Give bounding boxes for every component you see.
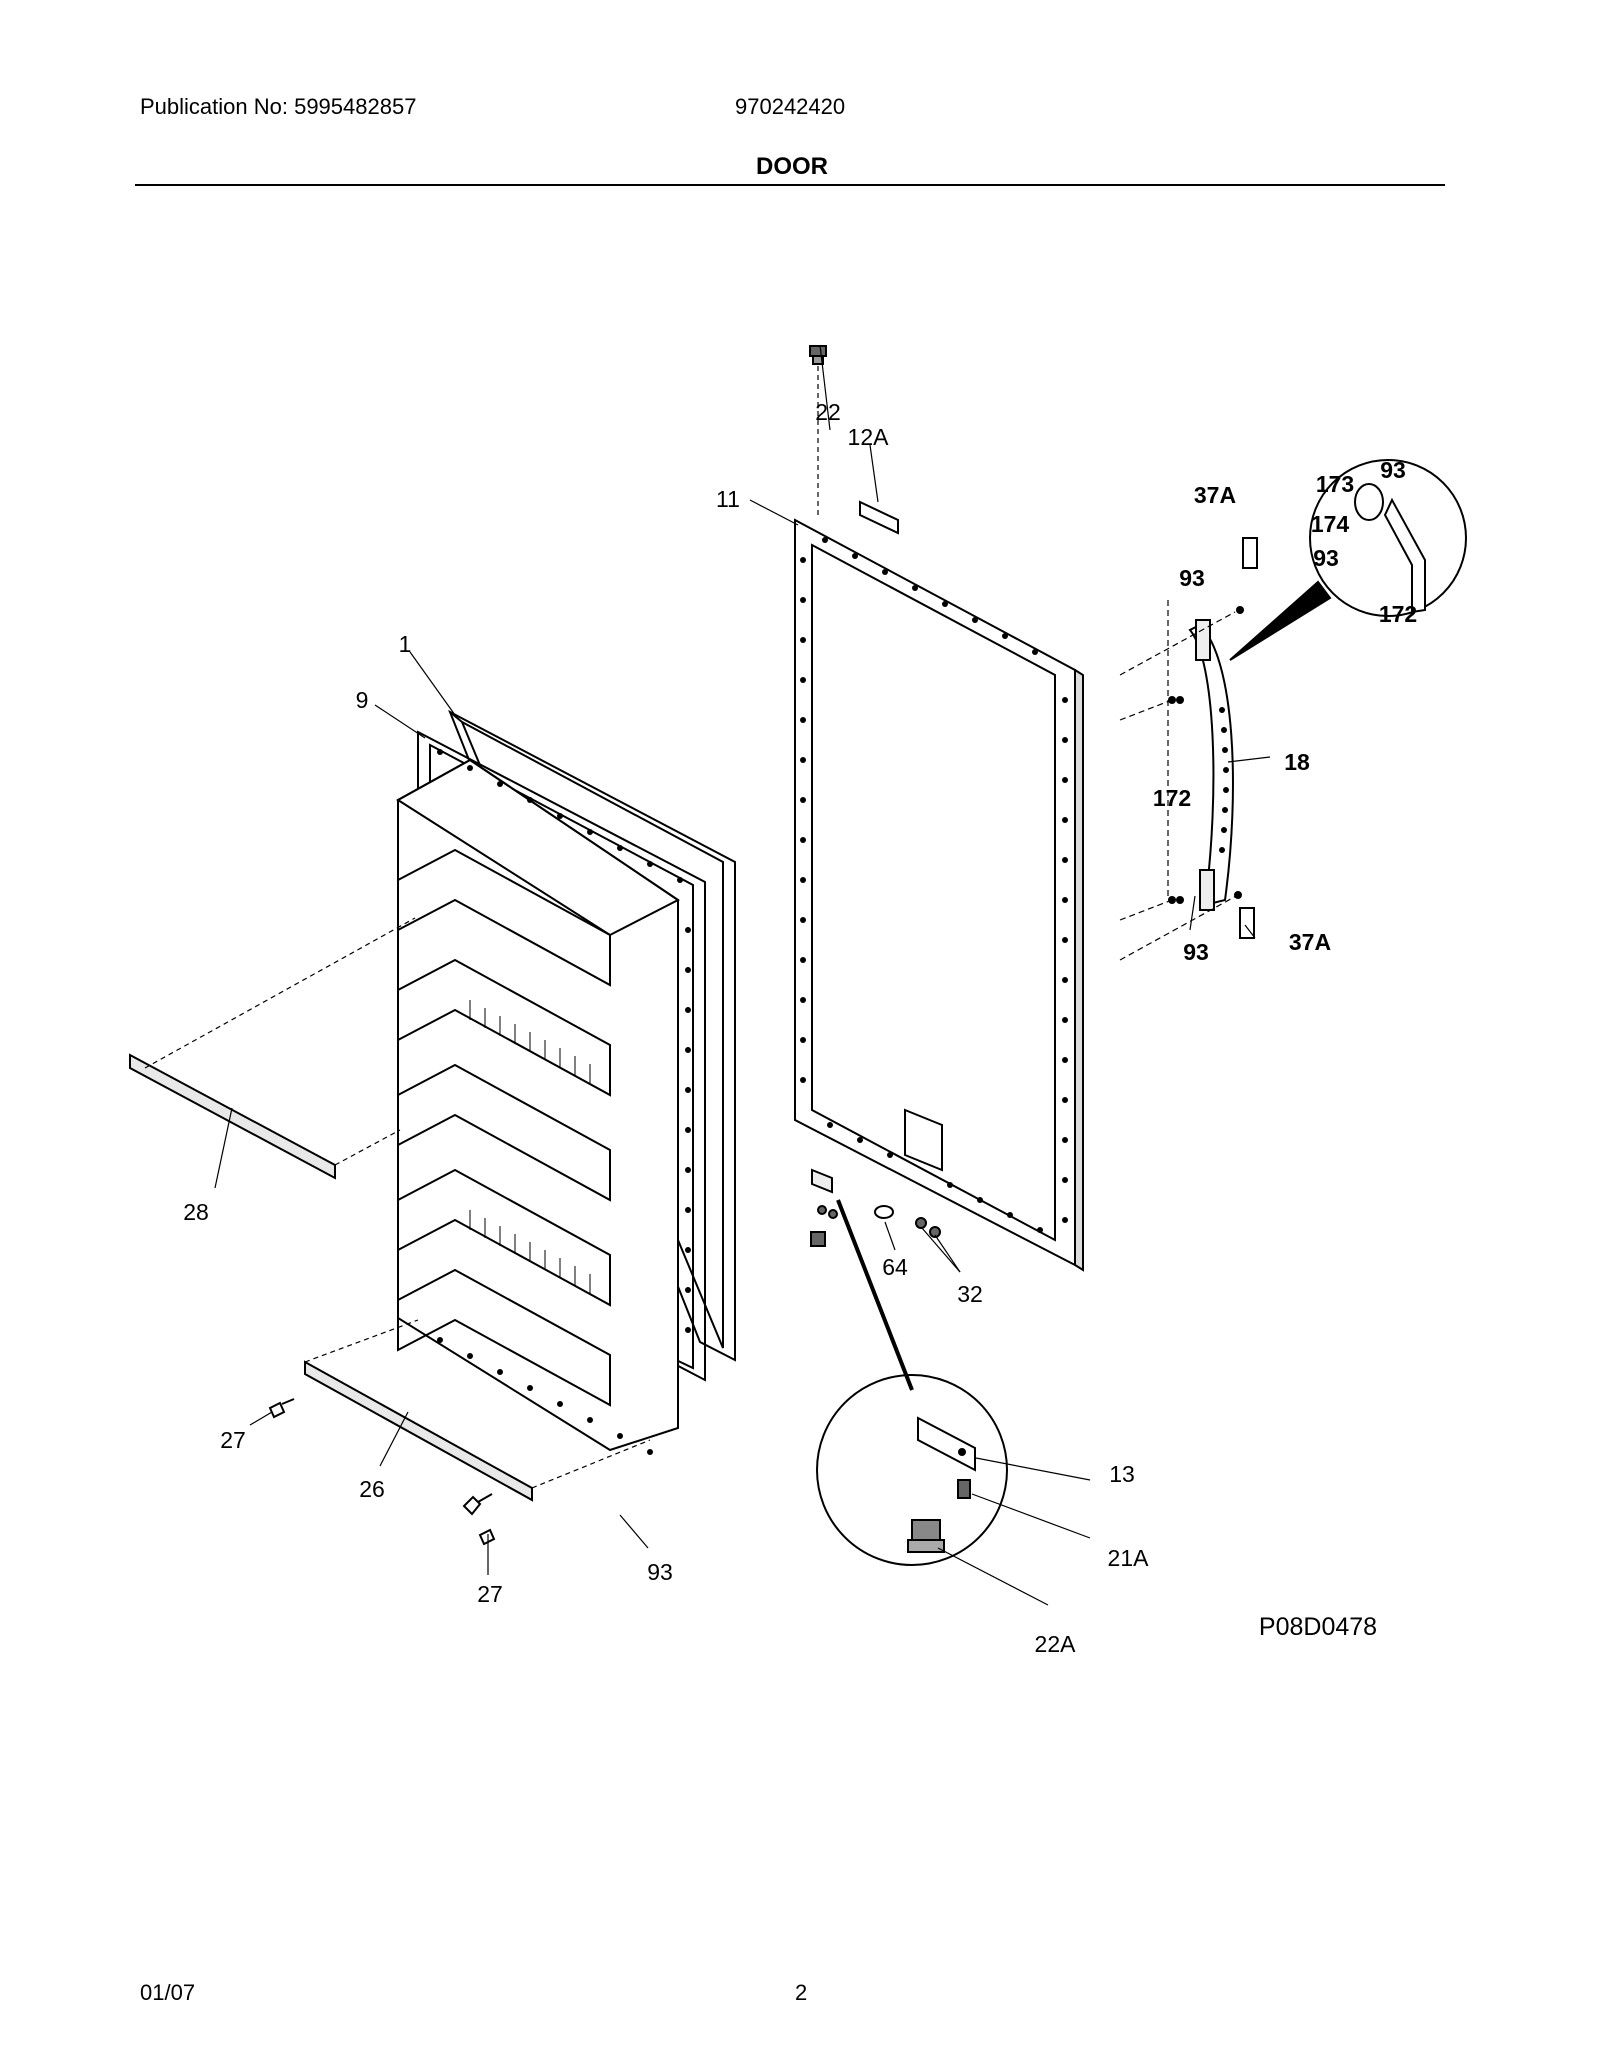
label-27-top: 27 bbox=[220, 1427, 246, 1453]
header-rule bbox=[135, 184, 1445, 186]
label-37a-top: 37A bbox=[1194, 482, 1236, 508]
nameplate bbox=[859, 500, 899, 535]
label-93-detail-mid: 93 bbox=[1313, 545, 1339, 571]
label-173: 173 bbox=[1316, 471, 1354, 497]
hinge-hardware-group bbox=[810, 1168, 941, 1391]
publication-number: Publication No: 5995482857 bbox=[140, 94, 417, 119]
label-93-handle-top: 93 bbox=[1179, 565, 1205, 591]
label-174: 174 bbox=[1311, 511, 1350, 537]
label-26: 26 bbox=[359, 1476, 385, 1502]
handle-caps bbox=[1239, 537, 1258, 939]
handle-holes bbox=[1219, 707, 1229, 853]
door-plug bbox=[809, 345, 827, 515]
label-93-detail-top: 93 bbox=[1380, 457, 1406, 483]
label-22a: 22A bbox=[1035, 1631, 1077, 1657]
model-number: 970242420 bbox=[735, 94, 846, 119]
label-172-handle: 172 bbox=[1153, 785, 1191, 811]
label-21a: 21A bbox=[1108, 1545, 1150, 1571]
diagram-code: P08D0478 bbox=[1259, 1613, 1377, 1641]
door-shelves bbox=[397, 848, 611, 1407]
label-9: 9 bbox=[356, 687, 369, 713]
outer-door-panel bbox=[794, 518, 1084, 1272]
footer-page-number: 2 bbox=[795, 1980, 808, 2005]
label-64: 64 bbox=[882, 1254, 908, 1280]
bottom-trim-26 bbox=[304, 1319, 651, 1502]
hinge-detail-callout bbox=[816, 1374, 1008, 1566]
page-title: DOOR bbox=[756, 153, 828, 180]
footer-date: 01/07 bbox=[140, 1980, 196, 2005]
label-37a-bottom: 37A bbox=[1289, 929, 1331, 955]
label-27-bottom: 27 bbox=[477, 1581, 503, 1607]
label-28: 28 bbox=[183, 1199, 209, 1225]
door-handle bbox=[1188, 619, 1234, 911]
label-18: 18 bbox=[1284, 749, 1310, 775]
outer-door-holes bbox=[800, 537, 1068, 1233]
label-11: 11 bbox=[716, 486, 740, 512]
handle-dashes bbox=[1119, 600, 1239, 961]
label-13: 13 bbox=[1109, 1461, 1135, 1487]
part-labels: 22 12A 11 1 9 28 27 26 27 93 64 32 13 21… bbox=[183, 399, 1417, 1657]
shelf-ribs bbox=[469, 1000, 591, 1294]
fasteners bbox=[268, 1398, 496, 1546]
label-32: 32 bbox=[957, 1281, 983, 1307]
liner-holes bbox=[437, 749, 691, 1455]
label-22: 22 bbox=[815, 399, 841, 425]
handle-detail-callout bbox=[1229, 459, 1467, 661]
label-93-liner: 93 bbox=[647, 1559, 673, 1585]
shelf-trim-28 bbox=[129, 917, 416, 1180]
leader-lines bbox=[214, 344, 1271, 1606]
label-12a: 12A bbox=[848, 424, 890, 450]
label-172-detail: 172 bbox=[1379, 601, 1417, 627]
label-1: 1 bbox=[399, 631, 412, 657]
inner-door-liner bbox=[396, 730, 706, 1452]
label-93-handle-bottom: 93 bbox=[1183, 939, 1209, 965]
